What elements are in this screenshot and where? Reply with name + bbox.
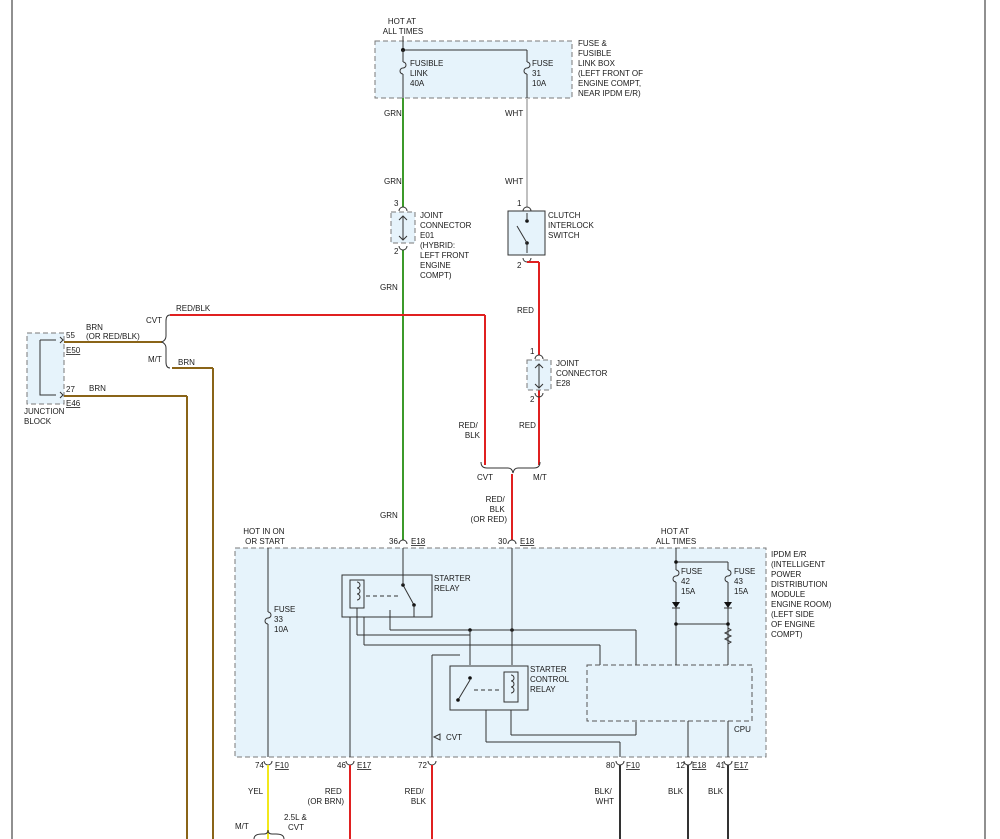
fuse31-symbol [523,61,531,75]
ipdm-pin-30: 30 [498,537,507,546]
cpu-box [586,664,753,722]
ipdm-module: HOT IN ON OR START HOT AT ALL TIMES 36 E… [234,527,834,758]
junction-block: 55 E50 27 E46 JUNCTION BLOCK [24,331,81,426]
ipdm-pin-36: 36 [389,537,398,546]
mt-label-left: M/T [148,355,162,364]
fuse33-label: FUSE 33 10A [274,605,298,634]
hot-at-all-times-top: HOT AT ALL TIMES [383,17,423,36]
e01-label: JOINT CONNECTOR E01 (HYBRID: LEFT FRONT … [420,211,474,280]
conn-e18-c: E18 [692,761,707,770]
ipdm-hot-on-start: HOT IN ON OR START [243,527,286,546]
yel-label: YEL [248,787,264,796]
junction-pin-27: 27 [66,385,75,394]
junction-label: JUNCTION BLOCK [24,407,67,426]
brn-wires: BRN (OR RED/BLK) M/T BRN BRN [64,314,214,839]
conn-e17-a: E17 [357,761,372,770]
pin-80: 80 [606,761,615,770]
e01-pin-2: 2 [394,247,399,256]
ipdm-label: IPDM E/R (INTELLIGENT POWER DISTRIBUTION… [771,550,834,639]
fusible-link-label: FUSIBLE LINK 40A [410,59,446,88]
grn-wire: GRN GRN GRN GRN [380,98,404,540]
wht-label-1: WHT [505,109,523,118]
red-wire-mt: RED RED [517,261,540,465]
fuse-box-description: FUSE & FUSIBLE LINK BOX (LEFT FRONT OF E… [578,39,645,98]
e28-pin-1: 1 [530,347,535,356]
cvt-arrow-label: CVT [446,733,462,742]
bottom-wires: YEL RED (OR BRN) RED/ BLK BLK/ WHT BLK B… [235,765,729,839]
e01-pin-3: 3 [394,199,399,208]
red-blk-cvt-wire: RED/BLK CVT RED/ BLK [146,304,486,465]
red-blk-label: RED/BLK [176,304,211,313]
junction-conn-e50: E50 [66,346,81,355]
e28-pin-2: 2 [530,395,535,404]
conn-f10-b: F10 [626,761,640,770]
red-or-brn-label: RED (OR BRN) [308,787,345,806]
fuse31-label: FUSE 31 10A [532,59,556,88]
ipdm-hot-all-times: HOT AT ALL TIMES [656,527,696,546]
pin-12: 12 [676,761,685,770]
joint-connector-e28: 1 2 JOINT CONNECTOR E28 [526,347,610,404]
mt-label-merge: M/T [533,473,547,482]
red-blk-bottom-label: RED/ BLK [405,787,427,806]
clutch-interlock-switch: 1 2 CLUTCH INTERLOCK SWITCH [507,199,596,270]
fuse42-label: FUSE 42 15A [681,567,705,596]
pin-41: 41 [716,761,725,770]
grn-label-1: GRN [384,109,402,118]
cpu-label: CPU [734,725,751,734]
clutch-pin-1: 1 [517,199,522,208]
blk-label-2: BLK [708,787,724,796]
red-blk-split-label: RED/ BLK [459,421,481,440]
junction-pin-55: 55 [66,331,75,340]
blk-wht-label: BLK/ WHT [594,787,614,806]
red-label-2: RED [519,421,536,430]
grn-label-2: GRN [384,177,402,186]
clutch-label: CLUTCH INTERLOCK SWITCH [548,211,596,240]
e28-label: JOINT CONNECTOR E28 [556,359,610,388]
fuse-box: HOT AT ALL TIMES FUSIBLE LINK 40A FUSE 3… [374,17,645,99]
ipdm-conn-e18-a: E18 [411,537,426,546]
bottom-option-label: 2.5L & CVT [284,813,309,832]
brn-label-mt: BRN [178,358,195,367]
starter-control-relay-label: STARTER CONTROL RELAY [530,665,571,694]
blk-label-1: BLK [668,787,684,796]
red-label-1: RED [517,306,534,315]
cvt-label-left: CVT [146,316,162,325]
clutch-pin-2: 2 [517,261,522,270]
fusible-link-symbol [399,61,407,75]
starter-relay-label: STARTER RELAY [434,574,473,593]
mt-label-bottom: M/T [235,822,249,831]
brn-label-27: BRN [89,384,106,393]
joint-connector-e01: 3 2 JOINT CONNECTOR E01 (HYBRID: LEFT FR… [390,199,474,280]
red-blk-or-red-label: RED/ BLK (OR RED) [471,495,508,524]
ipdm-conn-e18-b: E18 [520,537,535,546]
grn-label-4: GRN [380,511,398,520]
ipdm-bottom-pins: 74 F10 46 E17 72 80 F10 12 E18 41 E17 [255,760,749,770]
cvt-mt-merge: CVT M/T RED/ BLK (OR RED) [471,461,547,540]
cvt-label-merge: CVT [477,473,493,482]
pin-74: 74 [255,761,264,770]
wht-label-2: WHT [505,177,523,186]
junction-conn-e46: E46 [66,399,81,408]
brn-or-red-blk-label: BRN (OR RED/BLK) [86,323,140,341]
pin-72: 72 [418,761,427,770]
grn-label-3: GRN [380,283,398,292]
conn-e17-b: E17 [734,761,749,770]
fuse43-label: FUSE 43 15A [734,567,758,596]
conn-f10-a: F10 [275,761,289,770]
pin-46: 46 [337,761,346,770]
wht-wire: WHT WHT [505,98,528,207]
